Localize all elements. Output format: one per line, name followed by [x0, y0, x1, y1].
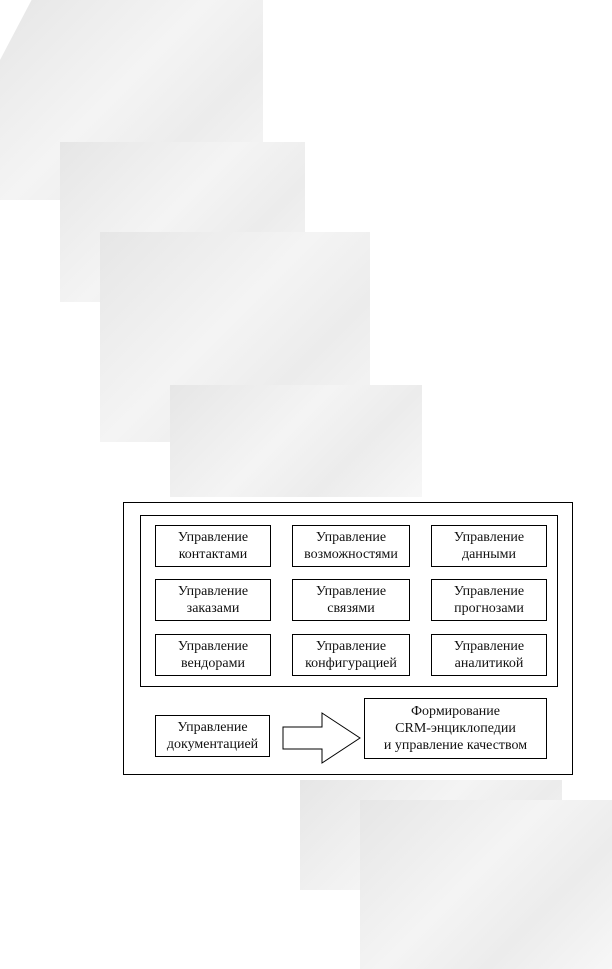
crm-encyclopedia-box: Формирование CRM-энциклопедии и управлен… [364, 698, 547, 759]
module-box-forecasts: Управление прогнозами [431, 579, 547, 621]
documentation-box: Управление документацией [155, 715, 270, 757]
module-box-data: Управление данными [431, 525, 547, 567]
background-shape-6 [360, 800, 612, 969]
module-box-relations: Управление связями [292, 579, 410, 621]
module-box-analytics: Управление аналитикой [431, 634, 547, 676]
modules-frame [140, 515, 558, 687]
module-box-configuration: Управление конфигурацией [292, 634, 410, 676]
background-shape-4 [170, 385, 422, 497]
module-box-opportunities: Управление возможностями [292, 525, 410, 567]
module-box-vendors: Управление вендорами [155, 634, 271, 676]
arrow-right-icon [282, 712, 361, 764]
module-box-orders: Управление заказами [155, 579, 271, 621]
module-box-contacts: Управление контактами [155, 525, 271, 567]
crm-diagram: Управление контактами Управление возможн… [123, 502, 573, 775]
